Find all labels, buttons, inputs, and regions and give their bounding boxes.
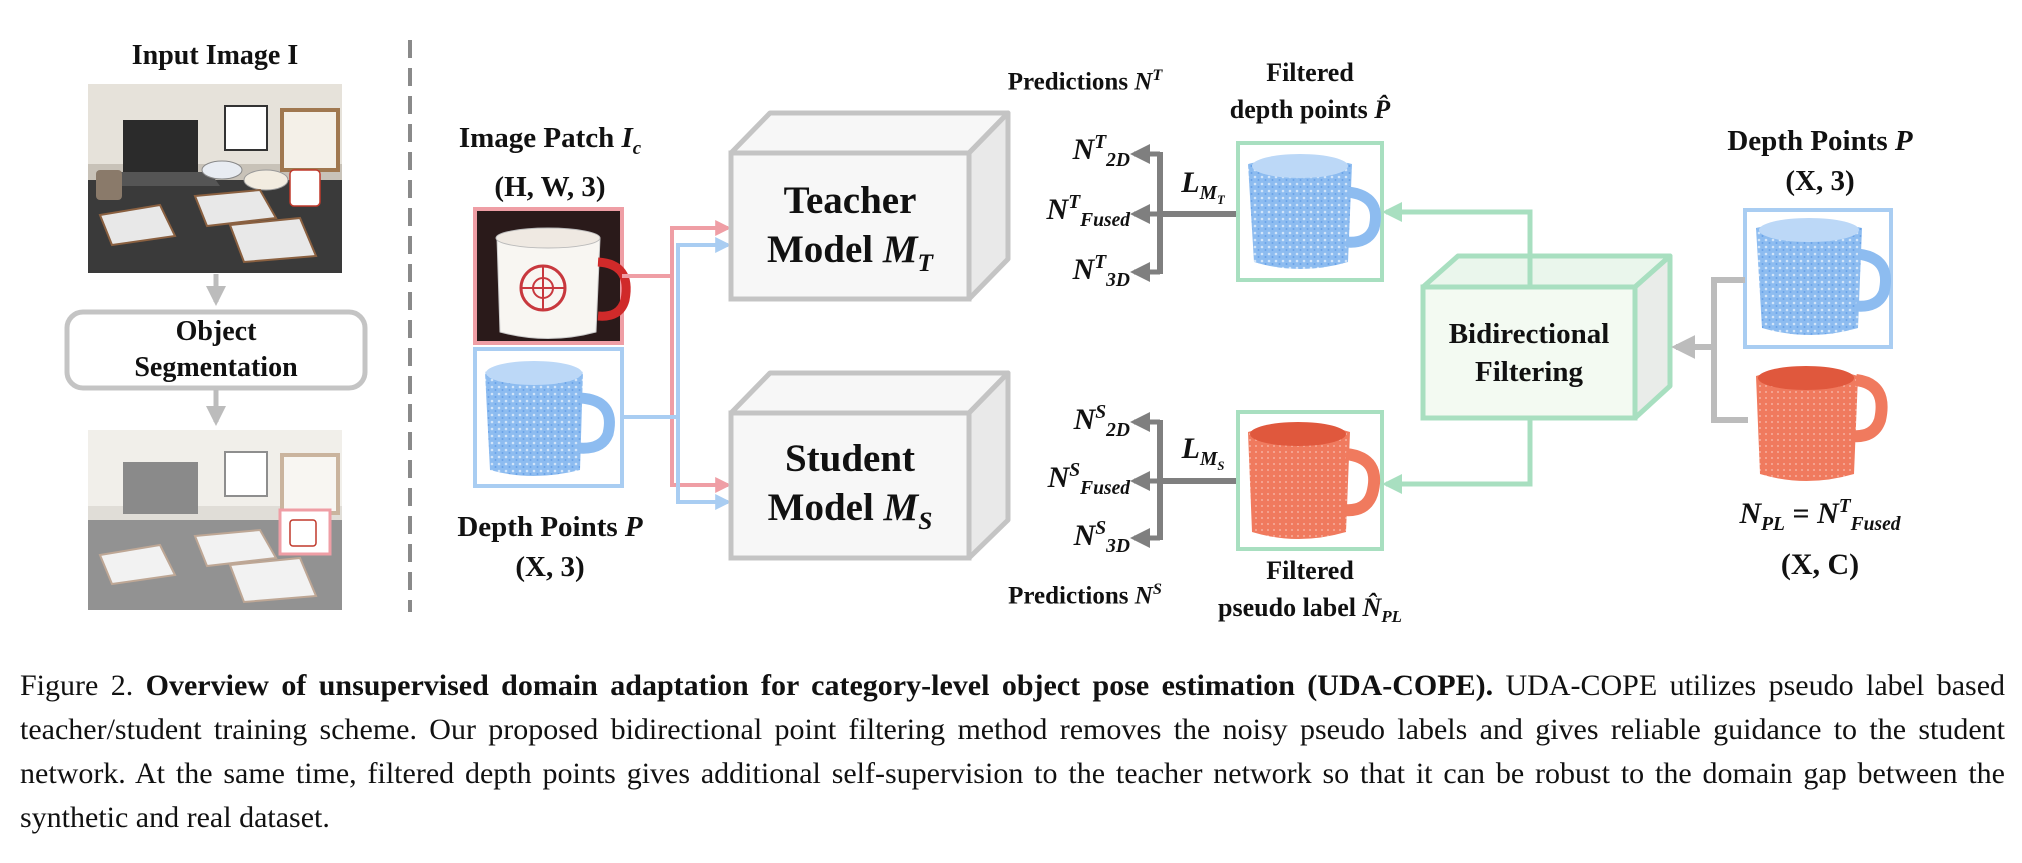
- segmented-image: [88, 430, 342, 610]
- arrow-patch-to-teacher: [622, 220, 732, 278]
- teacher-model-label: Teacher Model MT: [766, 179, 934, 277]
- arrow-filter-to-depth: [1382, 202, 1533, 287]
- arrow-depth-to-student: [676, 417, 732, 510]
- arrow-depth-to-teacher: [622, 237, 732, 419]
- mug-handle: [597, 257, 631, 321]
- student-predictions-label: Predictions NS: [1008, 580, 1162, 610]
- depth-points-left-label: Depth Points P (X, 3): [457, 511, 643, 583]
- object-segmentation-label: Object Segmentation: [134, 316, 298, 383]
- pseudo-label-equation: NPL = NTFused (X, C): [1739, 496, 1901, 581]
- figure-caption: Figure 2. Overview of unsupervised domai…: [20, 664, 2005, 840]
- object-segmentation-box: [64, 309, 368, 391]
- student-loss: LMS: [1181, 432, 1225, 473]
- teacher-output-arrows: [1130, 144, 1238, 282]
- caption-body: UDA-COPE utilizes pseudo label based tea…: [20, 669, 2006, 834]
- segmented-mug: [289, 519, 317, 547]
- teacher-pred-fused: NTFused: [1046, 192, 1130, 231]
- teacher-loss: LMT: [1181, 166, 1225, 207]
- red-pointcloud-right: [1756, 366, 1888, 481]
- teacher-pred-3d: NT3D: [1072, 252, 1130, 291]
- image-patch-label: Image Patch Ic (H, W, 3): [458, 122, 642, 203]
- student-pred-fused: NSFused: [1047, 460, 1130, 499]
- depth-points-right-label: Depth Points P (X, 3): [1727, 125, 1913, 197]
- filtered-pseudo-label-label: Filtered pseudo label N̂PL: [1218, 556, 1402, 627]
- caption-title: Overview of unsupervised domain adaptati…: [145, 669, 1494, 702]
- blue-pointcloud-right: [1756, 218, 1891, 335]
- student-model-label: Student Model MS: [767, 437, 933, 535]
- blue-pointcloud-filtered: [1248, 154, 1381, 269]
- teacher-model-box: [728, 110, 1011, 302]
- blue-pointcloud-left: [485, 361, 615, 476]
- student-pred-2d: NS2D: [1073, 402, 1130, 441]
- input-image: [88, 84, 342, 273]
- red-pointcloud-filtered: [1248, 422, 1381, 539]
- arrow-patch-to-student: [670, 276, 732, 493]
- teacher-predictions-label: Predictions NT: [1007, 66, 1163, 96]
- bidirectional-filtering-label: Bidirectional Filtering: [1448, 318, 1610, 388]
- figure-number: Figure 2.: [20, 669, 134, 702]
- filtered-depth-points-label: Filtered depth points P̂: [1229, 58, 1391, 124]
- student-output-arrows: [1130, 412, 1238, 548]
- student-pred-3d: NS3D: [1073, 518, 1130, 557]
- arrow-filter-to-label: [1382, 418, 1533, 494]
- input-image-title: Input Image I: [131, 40, 299, 71]
- teacher-pred-2d: NT2D: [1072, 132, 1130, 171]
- bidirectional-filtering-box: [1420, 253, 1673, 421]
- student-model-box: [728, 370, 1011, 561]
- overview-diagram: [64, 40, 1893, 612]
- right-inputs-bracket: [1711, 277, 1748, 423]
